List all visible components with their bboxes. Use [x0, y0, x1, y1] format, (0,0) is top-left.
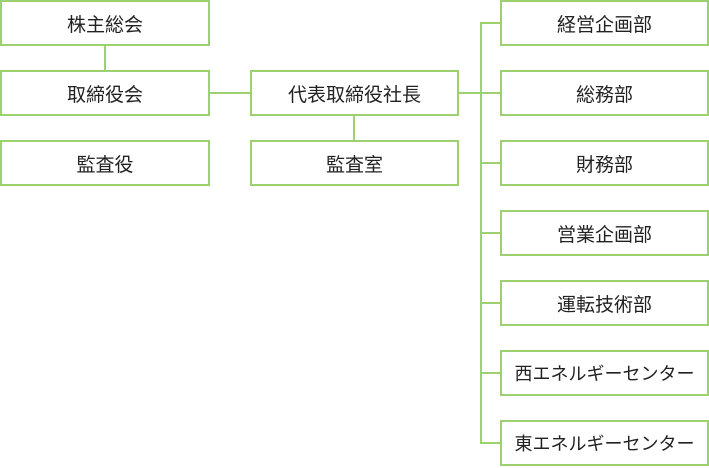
- node-department: 財務部: [500, 140, 709, 186]
- connector-board-president: [209, 92, 251, 94]
- node-department: 運転技術部: [500, 280, 709, 326]
- branch-dept-3: [480, 232, 501, 234]
- connector-president-audit: [353, 116, 355, 141]
- node-department: 経営企画部: [500, 0, 709, 46]
- node-shareholders-meeting: 株主総会: [0, 0, 210, 46]
- node-department: 西エネルギーセンター: [500, 350, 709, 396]
- node-president: 代表取締役社長: [250, 70, 459, 116]
- branch-dept-4: [480, 302, 501, 304]
- connector-president-trunk: [458, 92, 482, 94]
- branch-dept-6: [480, 442, 501, 444]
- connector-shareholders-board: [104, 45, 106, 71]
- node-department: 東エネルギーセンター: [500, 420, 709, 466]
- branch-dept-2: [480, 162, 501, 164]
- node-auditors: 監査役: [0, 140, 210, 186]
- branch-dept-0: [480, 22, 501, 24]
- branch-dept-5: [480, 372, 501, 374]
- node-department: 総務部: [500, 70, 709, 116]
- node-department: 営業企画部: [500, 210, 709, 256]
- node-board-of-directors: 取締役会: [0, 70, 210, 116]
- node-audit-office: 監査室: [250, 140, 459, 186]
- branch-dept-1: [480, 92, 501, 94]
